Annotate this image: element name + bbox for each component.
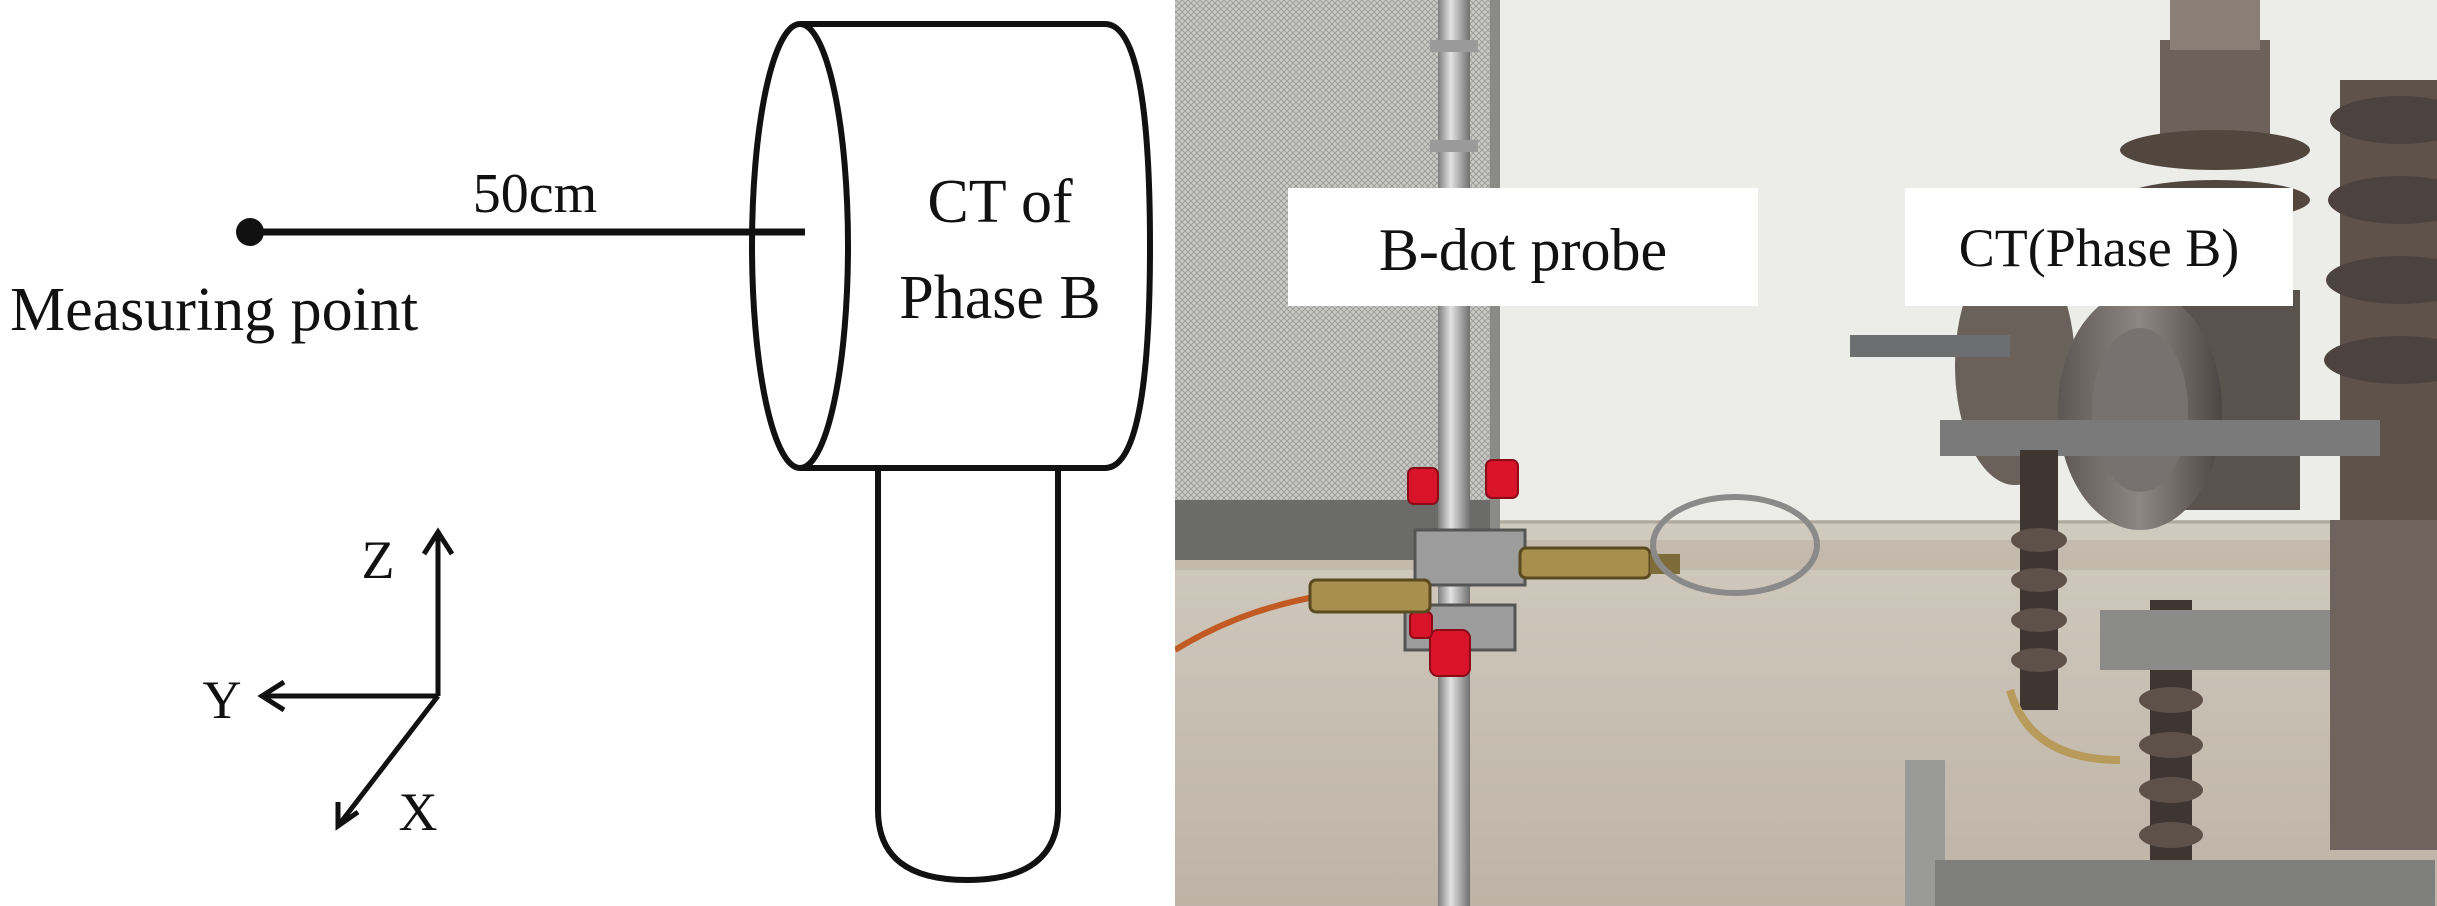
axis-y-label: Y <box>203 670 242 730</box>
x-arrow-icon <box>335 802 360 831</box>
z-arrow-icon <box>421 527 455 556</box>
probe-clamp <box>1413 528 1527 587</box>
ct-cylinder <box>749 21 1154 884</box>
ct-label-line2: Phase B <box>899 264 1101 332</box>
ct-equipment <box>1850 0 2437 906</box>
ct-body <box>800 21 1154 471</box>
x-axis <box>336 694 440 828</box>
panel-divider <box>1160 0 1175 906</box>
b-dot-loop <box>1650 494 1820 596</box>
axis-z-label: Z <box>362 530 395 590</box>
axes <box>257 527 455 831</box>
measuring-point-label: Measuring point <box>10 276 418 344</box>
ct-photo-label: CT(Phase B) <box>1959 218 2239 278</box>
photo-floor <box>1175 520 2437 906</box>
probe-label: B-dot probe <box>1379 217 1667 283</box>
y-arrow-icon <box>257 679 286 713</box>
schematic-panel: 50cm Measuring point CT of Phase B Z Y X <box>10 21 1154 884</box>
distance-label: 50cm <box>473 163 597 225</box>
probe-pole <box>1438 0 1470 906</box>
axis-x-label: X <box>399 782 438 842</box>
photo-panel: B-dot probe CT(Phase B) <box>1175 0 2437 906</box>
ct-label-line1: CT of <box>927 168 1073 236</box>
probe-cable <box>1175 593 1321 653</box>
ct-front-face <box>749 21 851 471</box>
probe-label-box <box>1288 188 1758 306</box>
ct-stand <box>875 470 1061 884</box>
ct-label-box <box>1905 188 2293 306</box>
